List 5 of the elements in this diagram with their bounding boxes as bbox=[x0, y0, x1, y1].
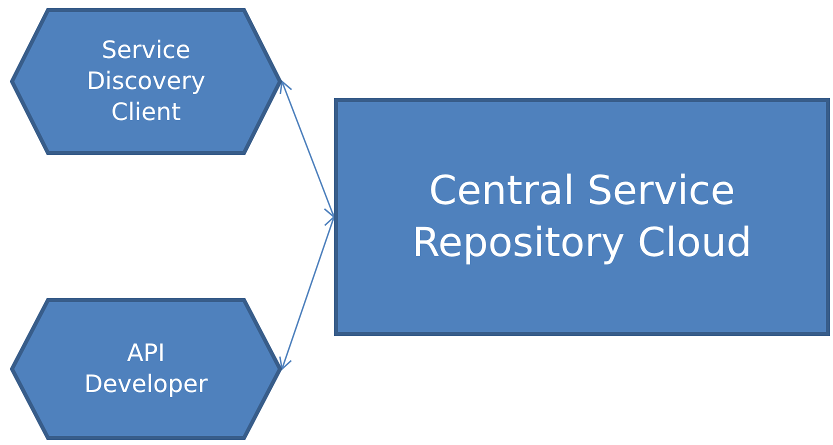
node-label: Central Service Repository Cloud bbox=[411, 167, 753, 268]
node-label: Service Discovery Client bbox=[86, 34, 206, 128]
node-label: API Developer bbox=[83, 338, 209, 400]
process-box bbox=[334, 98, 830, 336]
double-arrow bbox=[280, 80, 336, 218]
